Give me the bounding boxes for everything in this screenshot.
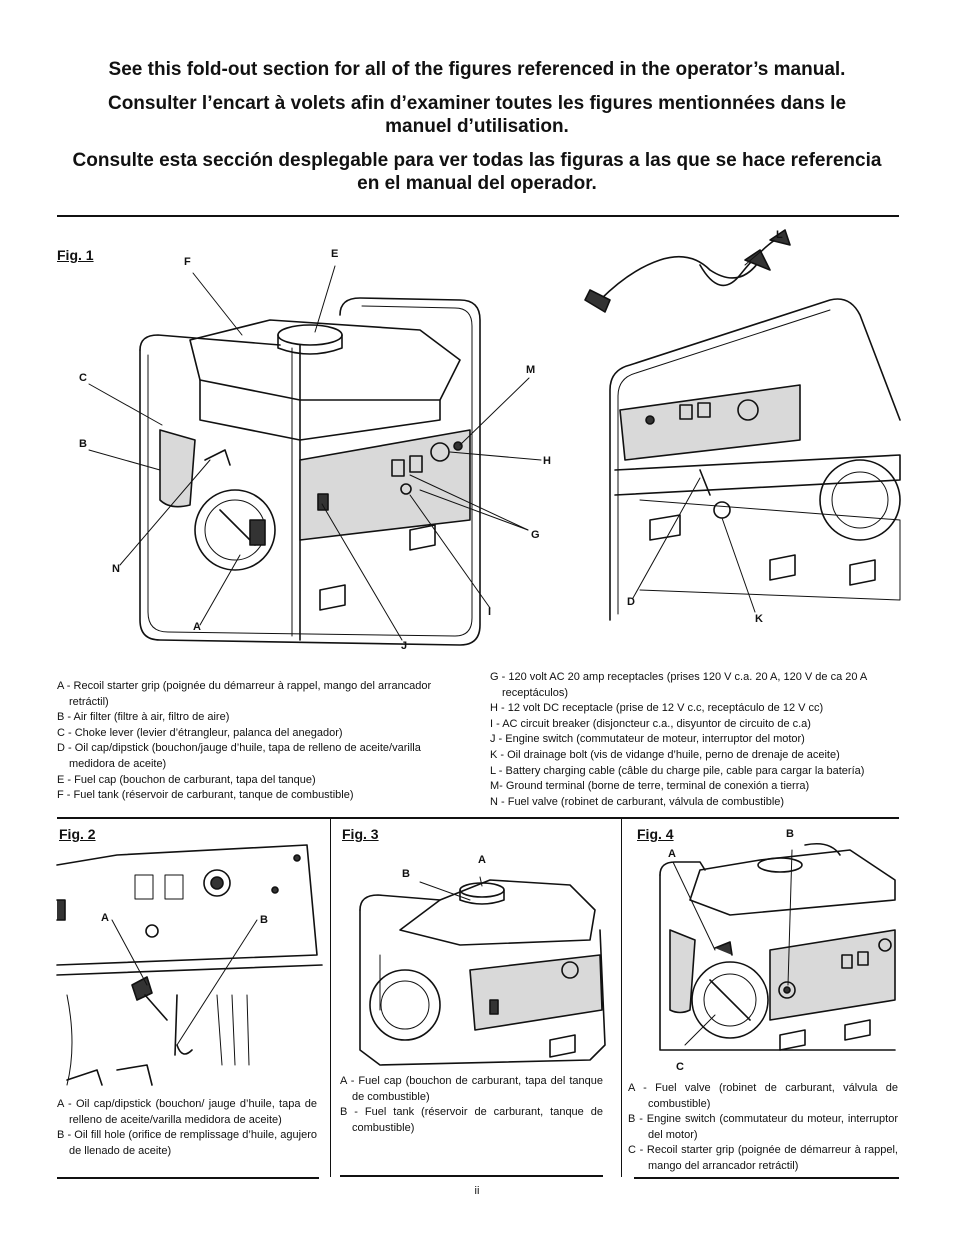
legend-item: B - Oil fill hole (orifice de remplissag… [57,1129,317,1157]
fig1-callout-h: H [543,455,551,467]
heading-english: See this fold-out section for all of the… [108,59,846,80]
page-number: ii [474,1185,480,1197]
fig2-legend: A - Oil cap/dipstick (bouchon/ jauge d’h… [57,1097,317,1159]
legend-item: B - Air filter (filtre à air, filtro de … [57,711,230,724]
header-rule [57,215,899,217]
fig2-label: Fig. 2 [59,826,96,842]
legend-item: M- Ground terminal (borne de terre, term… [490,780,810,793]
column-divider-2 [621,819,622,1177]
legend-item: G - 120 volt AC 20 amp receptacles (pris… [490,671,867,699]
legend-item: N - Fuel valve (robinet de carburant, vá… [490,795,785,808]
fig1-callout-e: E [331,248,339,260]
legend-item: C - Recoil starter grip (poignée de déma… [628,1144,898,1172]
fig1-legend-left: A - Recoil starter grip (poignée du déma… [57,679,469,804]
legend-item: A - Fuel cap (bouchon de carburant, tapa… [340,1075,603,1103]
legend-item: D - Oil cap/dipstick (bouchon/jauge d’hu… [57,742,421,770]
fig1-label: Fig. 1 [57,247,94,263]
fig1-generator-illustration [88,229,901,646]
fig2-illustration [56,844,323,1086]
fig4-bottom-rule [634,1177,899,1179]
fig4-label: Fig. 4 [637,826,674,842]
fig2-callout-a: A [101,912,109,924]
fig1-callout-k: K [755,613,763,625]
legend-item: B - Engine switch (commutateur du moteur… [628,1113,898,1141]
fig3-illustration [359,876,606,1066]
section-rule [57,817,899,819]
fig1-callout-j: J [401,640,408,652]
fig3-bottom-rule [340,1175,603,1177]
legend-item: A - Fuel valve (robinet de carburant, vá… [628,1082,898,1110]
fig3-callout-a: A [478,854,486,866]
legend-item: F - Fuel tank (réservoir de carburant, t… [57,789,354,802]
fig1-callout-g: G [531,529,540,541]
fig1-callout-d: D [627,596,635,608]
legend-item: H - 12 volt DC receptacle (prise de 12 V… [490,702,824,715]
legend-item: K - Oil drainage bolt (vis de vidange d’… [490,748,840,761]
legend-item: A - Recoil starter grip (poignée du déma… [57,680,432,708]
fig1-callout-f: F [184,256,191,268]
legend-item: I - AC circuit breaker (disjoncteur c.a.… [490,717,811,730]
fig4-callout-c: C [676,1061,684,1073]
legend-item: J - Engine switch (commutateur de moteur… [490,733,805,746]
fig3-callout-b: B [402,868,410,880]
fig3-label: Fig. 3 [342,826,379,842]
fig1-callout-i: I [488,606,492,618]
fig1-callout-b: B [79,438,87,450]
legend-item: A - Oil cap/dipstick (bouchon/ jauge d’h… [57,1098,317,1126]
fig2-bottom-rule [57,1177,319,1179]
legend-item: C - Choke lever (levier d’étrangleur, pa… [57,726,343,739]
heading-spanish: Consulte esta sección desplegable para v… [72,150,882,194]
fig1-callout-l: L [776,229,783,241]
fig1-legend-right: G - 120 volt AC 20 amp receptacles (pris… [490,670,902,810]
legend-item: L - Battery charging cable (câble du cha… [490,764,865,777]
fig3-legend: A - Fuel cap (bouchon de carburant, tapa… [340,1074,603,1136]
fig4-callout-a: A [668,848,676,860]
fig4-illustration [659,842,896,1051]
fig1-callout-a: A [193,621,201,633]
fig4-callout-b: B [786,828,794,840]
fig2-callout-b: B [260,914,268,926]
fig1-callout-c: C [79,372,87,384]
legend-item: B - Fuel tank (réservoir de carburant, t… [340,1106,603,1134]
fig1-callout-n: N [112,563,120,575]
heading-french: Consulter l’encart à volets afin d’exami… [107,93,847,137]
column-divider-1 [330,819,331,1177]
fig1-callout-m: M [526,364,536,376]
fig4-legend: A - Fuel valve (robinet de carburant, vá… [628,1081,898,1175]
legend-item: E - Fuel cap (bouchon de carburant, tapa… [57,773,316,786]
